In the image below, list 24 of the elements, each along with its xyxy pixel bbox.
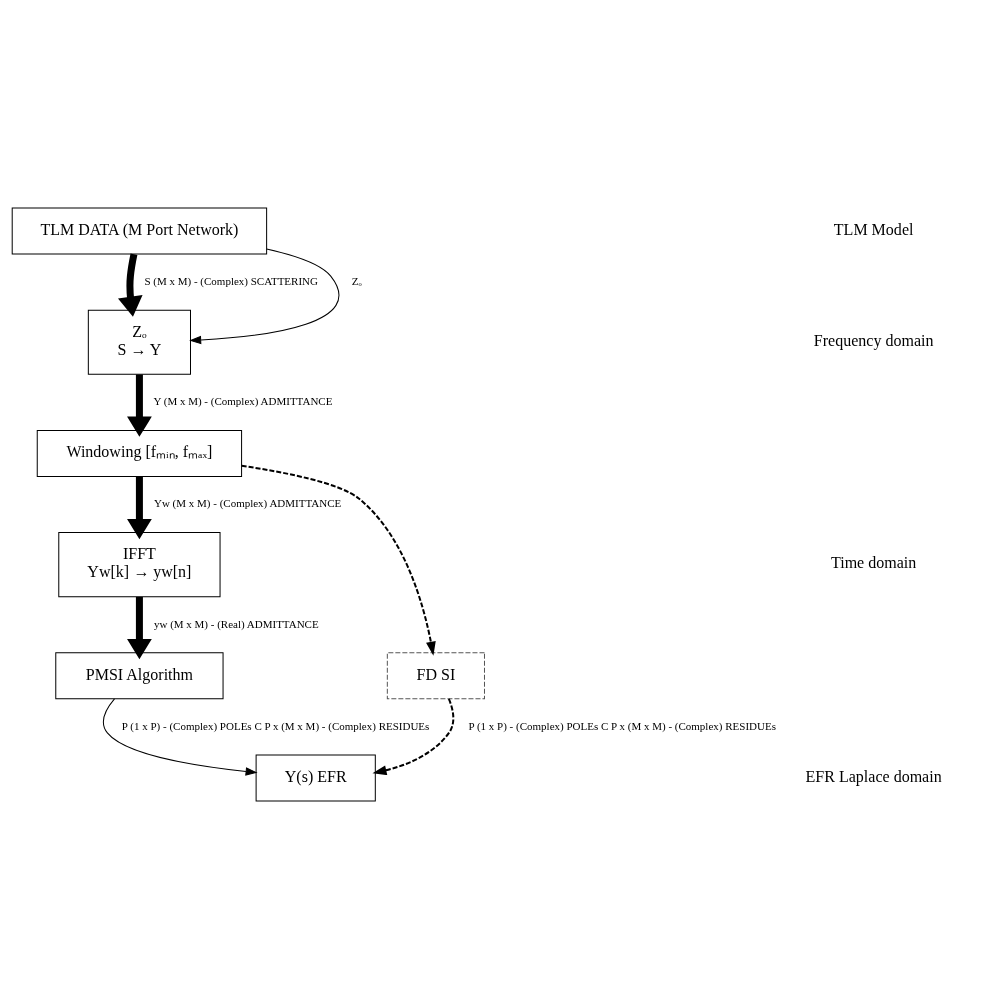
arrow <box>118 253 143 317</box>
label: Time domain <box>831 553 917 571</box>
label: TLM Model <box>833 220 914 238</box>
edge-label: Yw (M x M) - (Complex) ADMITTANCE <box>153 496 342 509</box>
arrow <box>102 697 257 775</box>
edge-label: Y (M x M) - (Complex) ADMITTANCE <box>153 394 333 407</box>
node-box: IFFT Yw[k] → yw[n] <box>58 531 221 597</box>
node-box: FD SI <box>386 651 485 699</box>
node-box: Y(s) EFR <box>255 753 376 801</box>
edge-label: Zₒ <box>351 274 362 287</box>
node-box: TLM DATA (M Port Network) <box>11 207 268 255</box>
edge-label: P (1 x P) - (Complex) POLEs C P x (M x M) - (Complex) RESIDUEs <box>468 719 776 732</box>
arrow <box>190 247 340 344</box>
edge-label: P (1 x P) - (Complex) POLEs C P x (M x M) - (Complex) RESIDUEs <box>121 719 430 732</box>
label: Frequency domain <box>813 331 934 349</box>
edge-label: yw (M x M) - (Real) ADMITTANCE <box>153 617 319 629</box>
node-box: PMSI Algorithm <box>55 651 224 699</box>
node-box: Zₒ S → Y <box>87 309 191 375</box>
node-box: Windowing [fₘᵢₙ, fₘₐₓ] <box>36 429 243 477</box>
arrow <box>127 476 152 539</box>
edge-label: S (M x M) - (Complex) SCATTERING <box>144 274 318 287</box>
arrow <box>372 697 455 775</box>
arrow <box>240 464 436 656</box>
label: EFR Laplace domain <box>805 767 942 785</box>
